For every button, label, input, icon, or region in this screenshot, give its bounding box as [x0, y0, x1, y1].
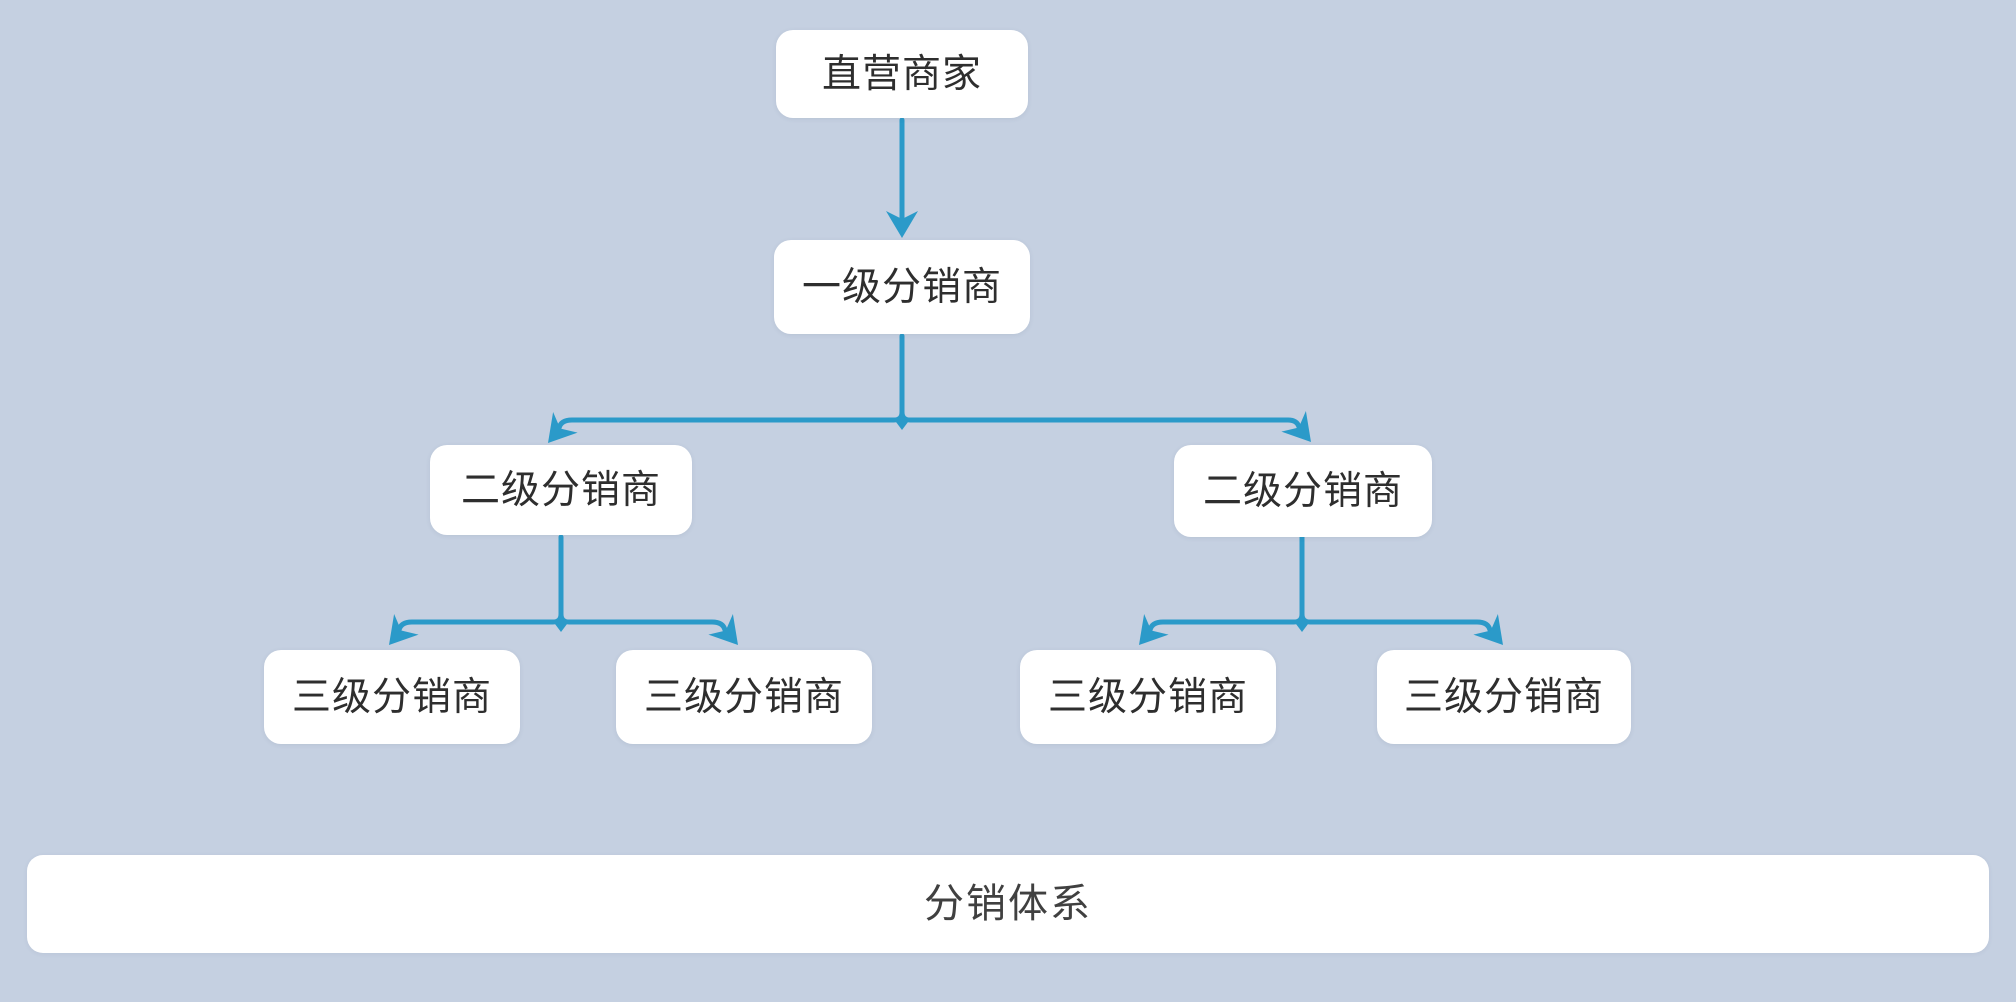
connector-level2-right-to-level3: [1139, 534, 1503, 645]
node-level3-distributor-1[interactable]: 三级分销商: [264, 650, 520, 744]
junction-flare: [552, 620, 570, 632]
connector-level1-to-level2: [548, 333, 1311, 443]
arrowhead-downleft-icon: [389, 614, 419, 645]
arrowhead-downleft-icon: [1139, 614, 1169, 645]
arrowhead-downright-icon: [1473, 614, 1503, 645]
arrowhead-down-icon: [886, 211, 918, 238]
junction-flare: [893, 418, 911, 430]
node-level3-distributor-3[interactable]: 三级分销商: [1020, 650, 1276, 744]
node-label: 三级分销商: [291, 674, 492, 720]
footer-bar-distribution-system[interactable]: 分销体系: [27, 855, 1989, 953]
node-level1-distributor[interactable]: 一级分销商: [774, 240, 1030, 334]
node-direct-merchant[interactable]: 直营商家: [776, 30, 1028, 118]
connector-level2-left-to-level3: [389, 534, 738, 645]
node-label: 二级分销商: [1202, 468, 1403, 514]
arrowhead-downright-icon: [1281, 411, 1311, 442]
node-level2-distributor-right[interactable]: 二级分销商: [1174, 445, 1432, 537]
arrowhead-downleft-icon: [548, 412, 578, 443]
node-level3-distributor-2[interactable]: 三级分销商: [616, 650, 872, 744]
node-label: 一级分销商: [801, 264, 1002, 310]
node-label: 三级分销商: [643, 674, 844, 720]
node-label: 直营商家: [821, 51, 982, 97]
node-level2-distributor-left[interactable]: 二级分销商: [430, 445, 692, 535]
footer-label: 分销体系: [924, 881, 1092, 927]
node-label: 三级分销商: [1403, 674, 1604, 720]
node-level3-distributor-4[interactable]: 三级分销商: [1377, 650, 1631, 744]
arrowhead-downright-icon: [708, 614, 738, 645]
node-label: 三级分销商: [1047, 674, 1248, 720]
junction-flare: [1293, 620, 1311, 632]
node-label: 二级分销商: [460, 467, 661, 513]
connector-root-to-level1: [886, 117, 918, 238]
